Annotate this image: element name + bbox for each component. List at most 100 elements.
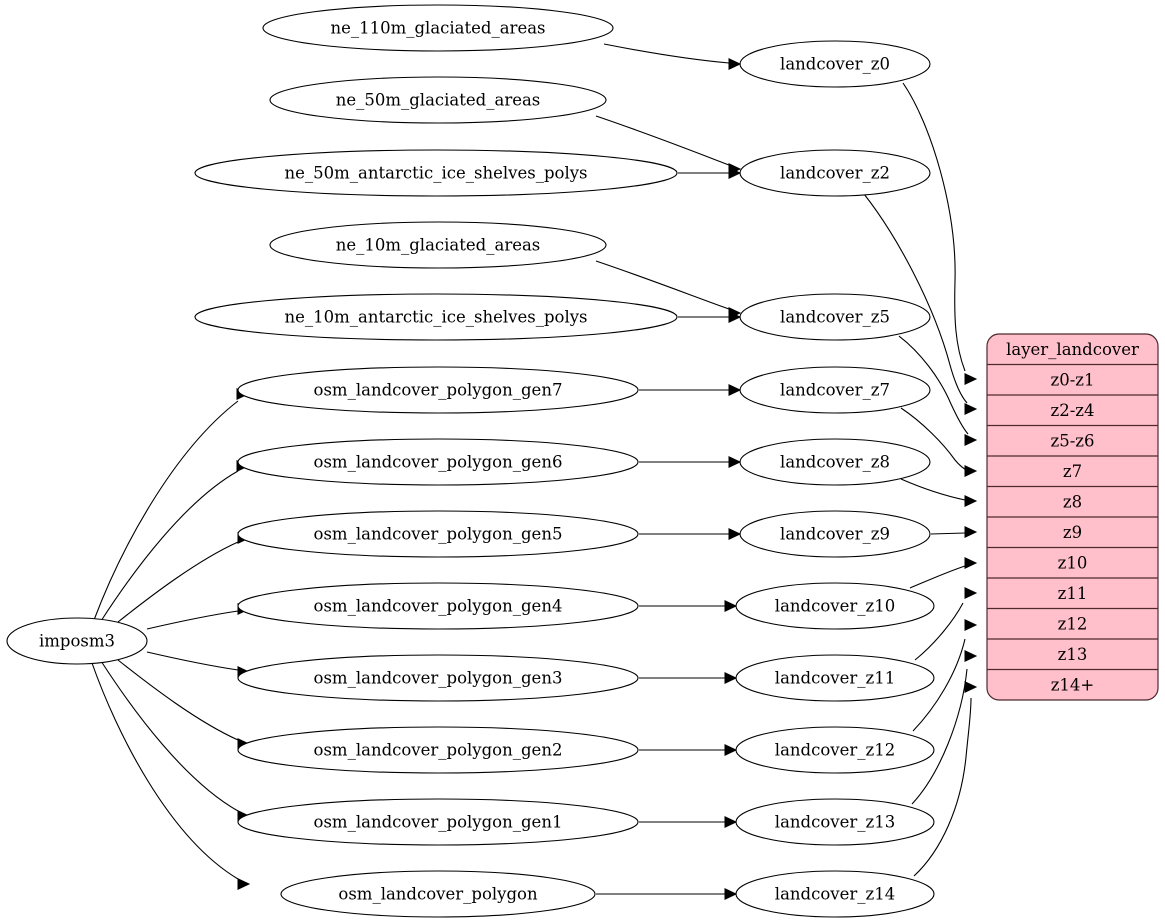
table-row-z0-z1[interactable]: z0-z1: [1051, 370, 1095, 389]
node-ne_50m_antarctic_ice_shelves_polys[interactable]: ne_50m_antarctic_ice_shelves_polys: [194, 149, 678, 197]
arrowhead: [964, 619, 978, 631]
edge-osm_landcover_polygon_gen5-to-landcover_z9: [639, 528, 742, 540]
node-landcover_z14[interactable]: landcover_z14: [735, 870, 935, 918]
node-label: osm_landcover_polygon_gen5: [314, 525, 563, 544]
ellipse-shape: [735, 798, 935, 846]
node-landcover_z8[interactable]: landcover_z8: [739, 438, 931, 486]
layer-landcover-table[interactable]: layer_landcoverz0-z1z2-z4z5-z6z7z8z9z10z…: [986, 333, 1159, 701]
node-label: osm_landcover_polygon_gen1: [314, 813, 563, 832]
ellipse-shape: [739, 366, 931, 414]
node-landcover_z13[interactable]: landcover_z13: [735, 798, 935, 846]
node-osm_landcover_polygon[interactable]: osm_landcover_polygon: [280, 870, 596, 918]
node-osm_landcover_polygon_gen5[interactable]: osm_landcover_polygon_gen5: [237, 510, 639, 558]
table-row-z10[interactable]: z10: [1058, 553, 1088, 572]
edge-osm_landcover_polygon_gen4-to-landcover_z10: [639, 600, 738, 612]
node-landcover_z7[interactable]: landcover_z7: [739, 366, 931, 414]
node-ne_110m_glaciated_areas[interactable]: ne_110m_glaciated_areas: [262, 4, 614, 52]
edge-ne_50m_antarctic_ice_shelves_polys-to-landcover_z2: [678, 167, 742, 179]
node-label: ne_50m_antarctic_ice_shelves_polys: [284, 164, 587, 183]
node-label: osm_landcover_polygon_gen6: [314, 453, 563, 472]
node-osm_landcover_polygon_gen7[interactable]: osm_landcover_polygon_gen7: [237, 366, 639, 414]
node-landcover_z10[interactable]: landcover_z10: [735, 582, 935, 630]
table-row-label: z12: [1058, 614, 1088, 633]
table-row-label: z11: [1058, 584, 1088, 603]
edges-group: [91, 43, 978, 900]
table-row-z12[interactable]: z12: [1058, 614, 1088, 633]
table-row-label: z8: [1063, 492, 1082, 511]
edge-landcover_z2-to-z2-z4: [863, 193, 978, 415]
table-row-z11[interactable]: z11: [1058, 584, 1088, 603]
node-landcover_z5[interactable]: landcover_z5: [739, 293, 931, 341]
ellipse-shape: [237, 654, 639, 702]
node-label: osm_landcover_polygon_gen4: [314, 597, 563, 616]
node-landcover_z0[interactable]: landcover_z0: [739, 40, 931, 88]
ellipse-shape: [739, 293, 931, 341]
ellipse-shape: [739, 40, 931, 88]
edge-imposm3-to-osm_landcover_polygon_gen4: [146, 603, 251, 630]
node-label: ne_110m_glaciated_areas: [330, 19, 545, 38]
table-row-z8[interactable]: z8: [1063, 492, 1082, 511]
node-osm_landcover_polygon_gen6[interactable]: osm_landcover_polygon_gen6: [237, 438, 639, 486]
ellipse-shape: [237, 726, 639, 774]
edge-osm_landcover_polygon_gen7-to-landcover_z7: [639, 384, 742, 396]
node-label: landcover_z2: [780, 164, 890, 183]
ellipse-shape: [269, 221, 607, 269]
node-label: ne_10m_antarctic_ice_shelves_polys: [284, 308, 587, 327]
node-landcover_z12[interactable]: landcover_z12: [735, 726, 935, 774]
ellipse-shape: [237, 510, 639, 558]
arrowhead: [724, 744, 738, 756]
arrowhead: [237, 878, 251, 890]
edge-osm_landcover_polygon-to-landcover_z14: [596, 888, 738, 900]
node-osm_landcover_polygon_gen3[interactable]: osm_landcover_polygon_gen3: [237, 654, 639, 702]
ellipse-shape: [735, 870, 935, 918]
node-label: landcover_z7: [780, 381, 890, 400]
node-label: landcover_z8: [780, 453, 890, 472]
table-row-z2-z4[interactable]: z2-z4: [1051, 401, 1095, 420]
arrowhead: [964, 587, 978, 599]
ellipse-shape: [237, 582, 639, 630]
node-osm_landcover_polygon_gen4[interactable]: osm_landcover_polygon_gen4: [237, 582, 639, 630]
node-osm_landcover_polygon_gen2[interactable]: osm_landcover_polygon_gen2: [237, 726, 639, 774]
arrowhead: [728, 384, 742, 396]
edge-osm_landcover_polygon_gen3-to-landcover_z11: [639, 672, 738, 684]
table-row-z5-z6[interactable]: z5-z6: [1051, 431, 1095, 450]
table-row-z13[interactable]: z13: [1058, 645, 1088, 664]
node-label: ne_10m_glaciated_areas: [336, 236, 541, 255]
node-landcover_z2[interactable]: landcover_z2: [739, 149, 931, 197]
node-ne_10m_antarctic_ice_shelves_polys[interactable]: ne_10m_antarctic_ice_shelves_polys: [194, 293, 678, 341]
ellipse-shape: [280, 870, 596, 918]
node-label: landcover_z11: [775, 669, 895, 688]
node-landcover_z11[interactable]: landcover_z11: [735, 654, 935, 702]
node-label: landcover_z13: [775, 813, 895, 832]
ellipse-shape: [6, 617, 148, 665]
nodes-group: ne_110m_glaciated_areas ne_50m_glaciated_…: [6, 4, 935, 918]
table-row-z9[interactable]: z9: [1063, 523, 1082, 542]
node-label: ne_50m_glaciated_areas: [336, 91, 541, 110]
arrowhead: [964, 650, 978, 662]
node-landcover_z9[interactable]: landcover_z9: [739, 510, 931, 558]
table-row-z7[interactable]: z7: [1063, 462, 1082, 481]
arrowhead: [964, 373, 978, 385]
edge-imposm3-to-osm_landcover_polygon_gen6: [100, 460, 250, 622]
ellipse-shape: [194, 149, 678, 197]
arrowhead: [964, 495, 978, 507]
node-ne_10m_glaciated_areas[interactable]: ne_10m_glaciated_areas: [269, 221, 607, 269]
node-ne_50m_glaciated_areas[interactable]: ne_50m_glaciated_areas: [269, 76, 607, 124]
table-row-z14+[interactable]: z14+: [1051, 675, 1095, 694]
edge-imposm3-to-osm_landcover_polygon_gen2: [117, 659, 251, 750]
arrowhead: [728, 58, 742, 70]
edge-ne_110m_glaciated_areas-to-landcover_z0: [603, 43, 742, 70]
node-osm_landcover_polygon_gen1[interactable]: osm_landcover_polygon_gen1: [237, 798, 639, 846]
node-label: landcover_z14: [775, 885, 895, 904]
table-row-label: z2-z4: [1051, 401, 1095, 420]
table-row-label: z7: [1063, 462, 1082, 481]
edge-landcover_z5-to-z5-z6: [898, 335, 978, 446]
node-imposm3[interactable]: imposm3: [6, 617, 148, 665]
edge-landcover_z14-to-z14+: [913, 681, 978, 877]
arrowhead: [728, 167, 742, 179]
table-row-label: z13: [1058, 645, 1088, 664]
node-label: osm_landcover_polygon_gen7: [314, 381, 563, 400]
arrowhead: [728, 528, 742, 540]
ellipse-shape: [237, 798, 639, 846]
